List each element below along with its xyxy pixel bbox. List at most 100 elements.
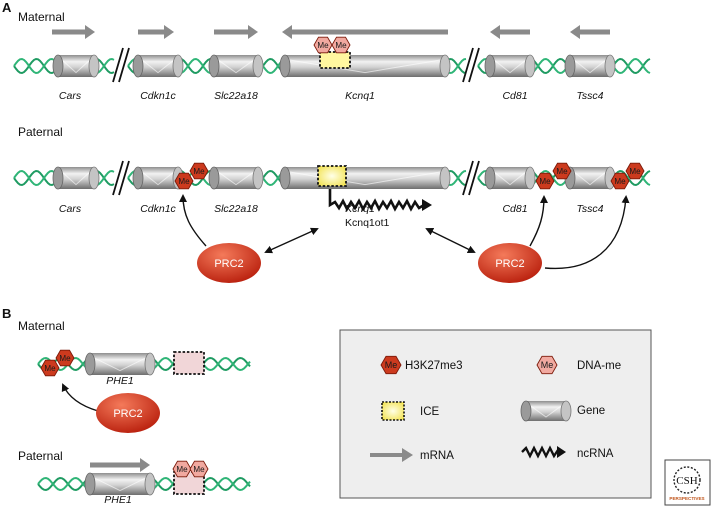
hexagon-shape [610,172,630,190]
gene-label-slc22a18: Slc22a18 [214,203,258,215]
arrow-head [85,25,95,39]
gene-label-cd81: Cd81 [502,90,527,102]
legend-mrna-icon [370,448,413,462]
arrow-shaft [52,29,85,35]
ncrna-arrowhead [422,199,432,211]
gene-body [285,55,445,77]
gene-helix-texture [141,171,175,186]
legend-gene-cylinder [520,400,572,422]
gene-cars [52,54,100,78]
legend-gene-icon [520,400,572,422]
hexagon-shape [552,162,572,180]
prc2-to-phe1-arrow [61,383,99,412]
phe1-maternal-label: PHE1 [106,375,133,387]
gene-body [490,55,530,77]
me-label: Me [178,177,190,186]
panel-a-paternal-breaks [112,160,480,196]
me-label: Me [193,167,205,176]
gene-body [285,167,445,189]
gene-start-cap [564,54,576,78]
dna-methylation-mark: Me [172,460,192,478]
gene-helix-texture [217,59,255,74]
hexagon-shape [40,359,60,377]
gene-cars [52,166,100,190]
panel-a-letter: A [2,0,12,15]
gene-body [214,167,258,189]
dna-methylation-mark: Me [331,36,351,54]
chromosome-break-mark [462,160,480,196]
gene-body [58,55,94,77]
h3k27me3-mark: Me [535,172,555,190]
prc2-complex-right: PRC2 [478,243,542,283]
gene-cdkn1c [132,166,184,190]
phe1-paternal-label: PHE1 [104,494,131,506]
kcnq1ot1-ncrna-squiggle [328,189,425,212]
gene-end-cap [439,54,451,78]
legend-ice-label: ICE [420,406,440,418]
legend-box: Me H3K27me3 Me DNA-me ICE Gene mRNA ncRN… [339,329,652,499]
mrna-arrow [52,25,95,39]
mrna-arrow [570,25,610,39]
gene-helix-texture [493,59,527,74]
mrna-arrow [214,25,258,39]
gene-end-cap [604,54,616,78]
gene-label-tssc4: Tssc4 [576,90,603,102]
legend-h3k27me3-label: H3K27me3 [405,360,463,372]
hexagon-shape [313,36,333,54]
logo-text-csh: CSH [676,475,697,487]
gene-start-cap [484,166,496,190]
gene-start-cap [132,166,144,190]
dna-methylation-mark: Me [313,36,333,54]
me-label: Me [556,167,568,176]
prc2-complex-panel-b: PRC2 [96,393,160,433]
gene-end-cap [252,54,264,78]
maternal-ice-box [319,51,351,69]
panel-a-maternal-mrna-arrows [52,25,610,39]
hexagon-shape [55,349,75,367]
gene-helix-texture [529,404,563,418]
panel-a-paternal-label: Paternal [18,125,63,139]
chromosome-break-mark [112,160,130,196]
gene-tssc4 [564,166,616,190]
gene-start-cap [208,54,220,78]
hexagon-shape [380,355,402,375]
gene-helix-texture [93,357,147,372]
phe1-maternal-ice-box [173,351,205,375]
gene-end-cap [524,166,536,190]
prc2-to-cdkn1c-arrow [179,194,207,247]
panel-b-letter: B [2,306,11,321]
legend-ice-icon [381,401,405,421]
me-label: Me [176,465,188,474]
gene-helix-texture [61,171,91,186]
gene-body [526,401,566,421]
mrna-arrow [90,458,150,472]
gene-cd81 [484,166,536,190]
legend-ncrna-label: ncRNA [577,448,614,460]
me-label: Me [44,364,56,373]
me-label: Me [614,177,626,186]
arrow-shaft [292,29,448,35]
me-label: Me [541,360,554,370]
gene-helix-texture [61,59,91,74]
hexagon-shape [625,162,645,180]
gene-helix-texture [493,171,527,186]
hexagon-shape [172,460,192,478]
gene-label-slc22a18: Slc22a18 [214,90,258,102]
legend-dna-me-label: DNA-me [577,360,621,372]
gene-body [58,167,94,189]
panel-a-interaction-arrows [179,194,630,270]
hexagon-shape [189,162,209,180]
gene-end-cap [560,400,572,422]
gene-label-cd81: Cd81 [502,203,527,215]
gene-label-cars: Cars [59,90,82,102]
chromosome-break-mark [462,47,480,83]
gene-cd81 [484,54,536,78]
prc2-label: PRC2 [495,258,524,270]
panel-b-paternal-label: Paternal [18,449,63,463]
mrna-arrow [490,25,530,39]
gene-phe1 [84,352,156,376]
hexagon-shape [189,460,209,478]
